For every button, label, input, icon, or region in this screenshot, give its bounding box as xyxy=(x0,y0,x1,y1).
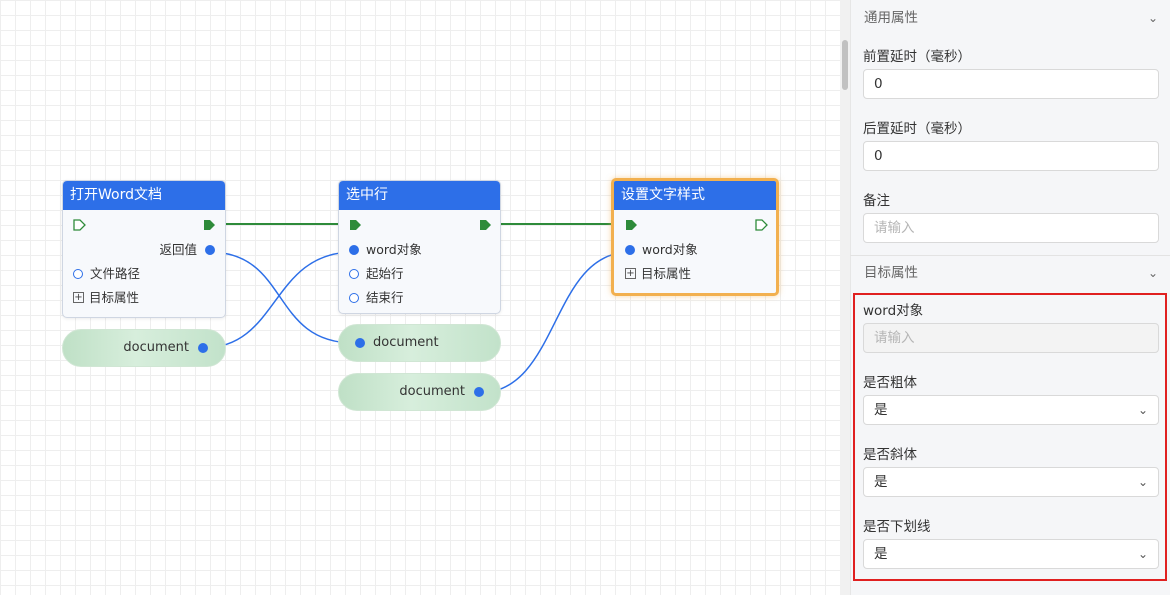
port-label: 起始行 xyxy=(366,266,404,281)
input-port-dot[interactable] xyxy=(349,245,359,255)
underline-select[interactable]: 是 ⌄ xyxy=(863,539,1159,569)
port-file-path: 文件路径 xyxy=(63,262,225,286)
post-delay-input[interactable]: 0 xyxy=(863,141,1159,171)
output-port-dot[interactable] xyxy=(474,387,484,397)
pill-label: document xyxy=(399,384,465,399)
flow-row xyxy=(614,210,776,238)
post-delay-label: 后置延时（毫秒） xyxy=(863,121,971,137)
input-port-dot[interactable] xyxy=(73,269,83,279)
node-title: 选中行 xyxy=(339,181,500,210)
underline-label: 是否下划线 xyxy=(863,519,931,535)
port-label: word对象 xyxy=(366,242,422,257)
chevron-down-icon: ⌄ xyxy=(1137,475,1148,489)
chevron-down-icon[interactable]: ⌄ xyxy=(1147,266,1158,280)
bold-select[interactable]: 是 ⌄ xyxy=(863,395,1159,425)
input-port-dot[interactable] xyxy=(349,293,359,303)
section-general-header[interactable]: 通用属性 ⌄ xyxy=(850,0,1170,36)
highlight-frame xyxy=(853,293,1167,581)
expand-row[interactable]: + 目标属性 xyxy=(63,286,225,310)
data-edge-document-to-word xyxy=(202,251,355,349)
word-object-label: word对象 xyxy=(863,303,924,319)
expand-row[interactable]: + 目标属性 xyxy=(614,262,776,286)
port-label: 结束行 xyxy=(366,290,404,305)
variable-pill-document[interactable]: document xyxy=(338,373,501,411)
pill-label: document xyxy=(123,340,189,355)
node-set-text-style[interactable]: 设置文字样式 word对象 + 目标属性 xyxy=(611,178,779,296)
data-edge-document-to-style xyxy=(478,251,631,394)
flow-row xyxy=(63,210,225,238)
pre-delay-label: 前置延时（毫秒） xyxy=(863,49,971,65)
port-return-value: 返回值 xyxy=(63,238,225,262)
port-word-object: word对象 xyxy=(339,238,500,262)
section-divider xyxy=(850,255,1170,256)
pill-label: document xyxy=(373,335,439,350)
flow-in-port-icon[interactable] xyxy=(625,219,637,231)
output-port-dot[interactable] xyxy=(198,343,208,353)
flow-in-port-icon[interactable] xyxy=(73,219,86,231)
output-port-dot[interactable] xyxy=(205,245,215,255)
section-title: 通用属性 xyxy=(864,10,918,26)
input-port-dot[interactable] xyxy=(349,269,359,279)
italic-select[interactable]: 是 ⌄ xyxy=(863,467,1159,497)
variable-pill-document[interactable]: document xyxy=(62,329,226,367)
flow-in-port-icon[interactable] xyxy=(349,219,361,231)
input-port-dot[interactable] xyxy=(625,245,635,255)
flow-out-port-icon[interactable] xyxy=(203,219,215,231)
node-title: 打开Word文档 xyxy=(63,181,225,210)
expand-label: 目标属性 xyxy=(89,290,140,305)
edges-layer xyxy=(202,223,631,394)
input-port-dot[interactable] xyxy=(355,338,365,348)
italic-label: 是否斜体 xyxy=(863,447,917,463)
port-label: 文件路径 xyxy=(90,266,141,281)
scrollbar-thumb[interactable] xyxy=(842,40,848,90)
chevron-down-icon[interactable]: ⌄ xyxy=(1147,11,1158,25)
section-target-header[interactable]: 目标属性 ⌄ xyxy=(850,255,1170,291)
pre-delay-input[interactable]: 0 xyxy=(863,69,1159,99)
port-label: 返回值 xyxy=(159,242,197,257)
select-value: 是 xyxy=(874,546,888,562)
data-edge-return-to-document xyxy=(208,251,355,344)
scrollbar-track[interactable] xyxy=(840,0,850,595)
note-label: 备注 xyxy=(863,193,890,209)
bold-label: 是否粗体 xyxy=(863,375,917,391)
flow-out-port-icon[interactable] xyxy=(755,219,768,231)
note-input[interactable]: 请输入 xyxy=(863,213,1159,243)
port-word-object: word对象 xyxy=(614,238,776,262)
chevron-down-icon: ⌄ xyxy=(1137,547,1148,561)
plus-square-icon[interactable]: + xyxy=(625,268,636,279)
section-title: 目标属性 xyxy=(864,265,918,281)
flow-out-port-icon[interactable] xyxy=(479,219,491,231)
node-title: 设置文字样式 xyxy=(614,181,776,210)
flow-row xyxy=(339,210,500,238)
select-value: 是 xyxy=(874,474,888,490)
select-value: 是 xyxy=(874,402,888,418)
port-label: word对象 xyxy=(642,242,698,257)
port-end-line: 结束行 xyxy=(339,286,500,310)
word-object-input[interactable]: 请输入 xyxy=(863,323,1159,353)
node-select-line[interactable]: 选中行 word对象 起始行 结束行 xyxy=(338,180,501,314)
chevron-down-icon: ⌄ xyxy=(1137,403,1148,417)
plus-square-icon[interactable]: + xyxy=(73,292,84,303)
port-start-line: 起始行 xyxy=(339,262,500,286)
expand-label: 目标属性 xyxy=(641,266,692,281)
variable-pill-document[interactable]: document xyxy=(338,324,501,362)
workflow-canvas[interactable]: 打开Word文档 返回值 文件路径 + 目标属性 选中行 xyxy=(0,0,840,595)
node-open-word[interactable]: 打开Word文档 返回值 文件路径 + 目标属性 xyxy=(62,180,226,318)
